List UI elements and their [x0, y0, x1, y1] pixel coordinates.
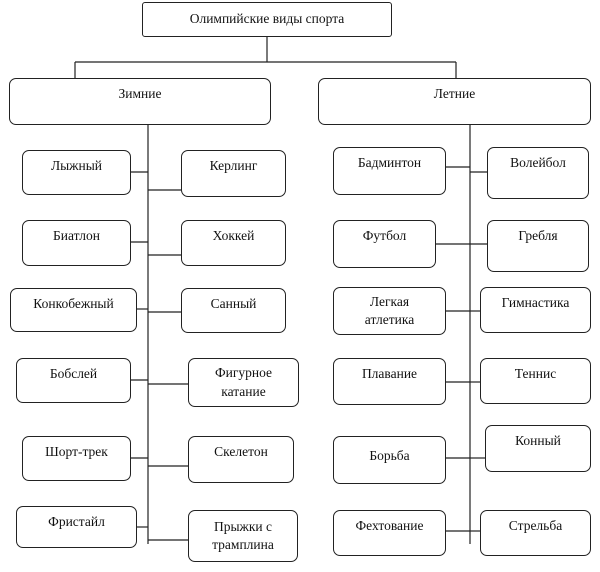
summer-sport-node: Теннис [480, 358, 591, 404]
winter-sport-node: Фигурное катание [188, 358, 299, 407]
summer-sport-node: Бадминтон [333, 147, 446, 195]
winter-sport-node: Бобслей [16, 358, 131, 403]
winter-sport-node: Прыжки с трамплина [188, 510, 298, 562]
winter-category-node: Зимние [9, 78, 271, 125]
winter-sport-node: Санный [181, 288, 286, 333]
winter-sport-node: Конкобежный [10, 288, 137, 332]
root-node: Олимпийские виды спорта [142, 2, 392, 37]
summer-sport-node: Легкая атлетика [333, 287, 446, 335]
summer-sport-node: Борьба [333, 436, 446, 484]
winter-sport-node: Шорт-трек [22, 436, 131, 481]
summer-sport-node: Гимнастика [480, 287, 591, 333]
winter-sport-node: Скелетон [188, 436, 294, 483]
summer-sport-node: Фехтование [333, 510, 446, 556]
winter-sport-node: Керлинг [181, 150, 286, 197]
summer-sport-node: Плавание [333, 358, 446, 405]
summer-sport-node: Волейбол [487, 147, 589, 199]
winter-sport-node: Лыжный [22, 150, 131, 195]
winter-sport-node: Фристайл [16, 506, 137, 548]
winter-sport-node: Биатлон [22, 220, 131, 266]
summer-sport-node: Конный [485, 425, 591, 472]
winter-sport-node: Хоккей [181, 220, 286, 266]
summer-sport-node: Стрельба [480, 510, 591, 556]
summer-sport-node: Гребля [487, 220, 589, 272]
summer-sport-node: Футбол [333, 220, 436, 268]
summer-category-node: Летние [318, 78, 591, 125]
